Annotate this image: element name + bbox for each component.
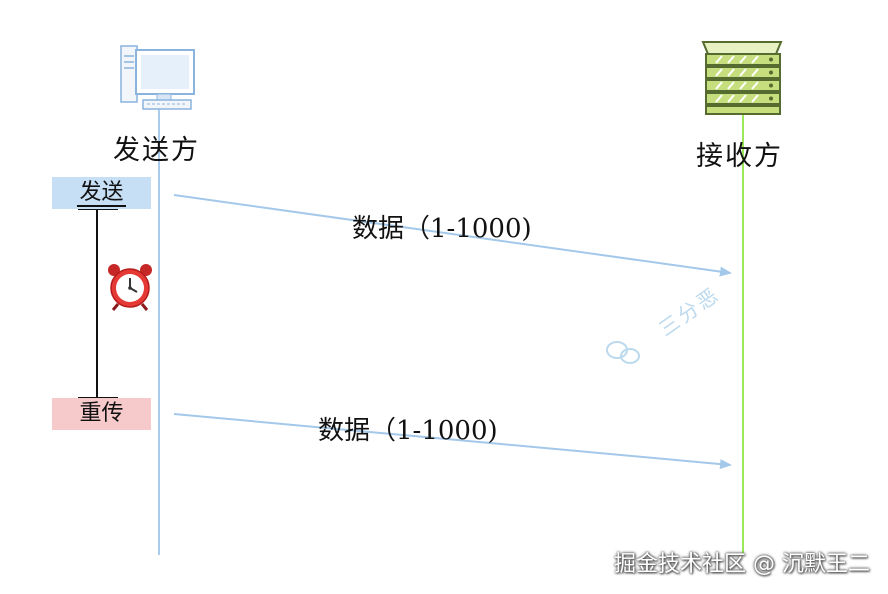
server-stack-icon xyxy=(701,41,783,115)
sender-actor-label: 发送方 xyxy=(113,135,200,166)
timeout-bracket xyxy=(78,208,118,399)
retransmit-step: 重传 xyxy=(52,398,151,430)
alarm-clock-icon xyxy=(108,264,152,311)
message-arrow xyxy=(173,194,732,277)
retransmit-step-label: 重传 xyxy=(79,401,124,426)
receiver-actor-label: 接收方 xyxy=(696,141,783,172)
message-arrow xyxy=(173,413,732,470)
footer-watermark: 掘金技术社区 @ 沉默王二 xyxy=(614,552,870,577)
message-label: 数据（1-1000) xyxy=(318,416,498,446)
send-step: 发送 xyxy=(52,177,151,209)
desktop-computer-icon xyxy=(120,45,195,110)
message-label: 数据（1-1000) xyxy=(352,214,532,244)
send-step-label: 发送 xyxy=(77,180,126,207)
wechat-icon xyxy=(606,341,640,364)
